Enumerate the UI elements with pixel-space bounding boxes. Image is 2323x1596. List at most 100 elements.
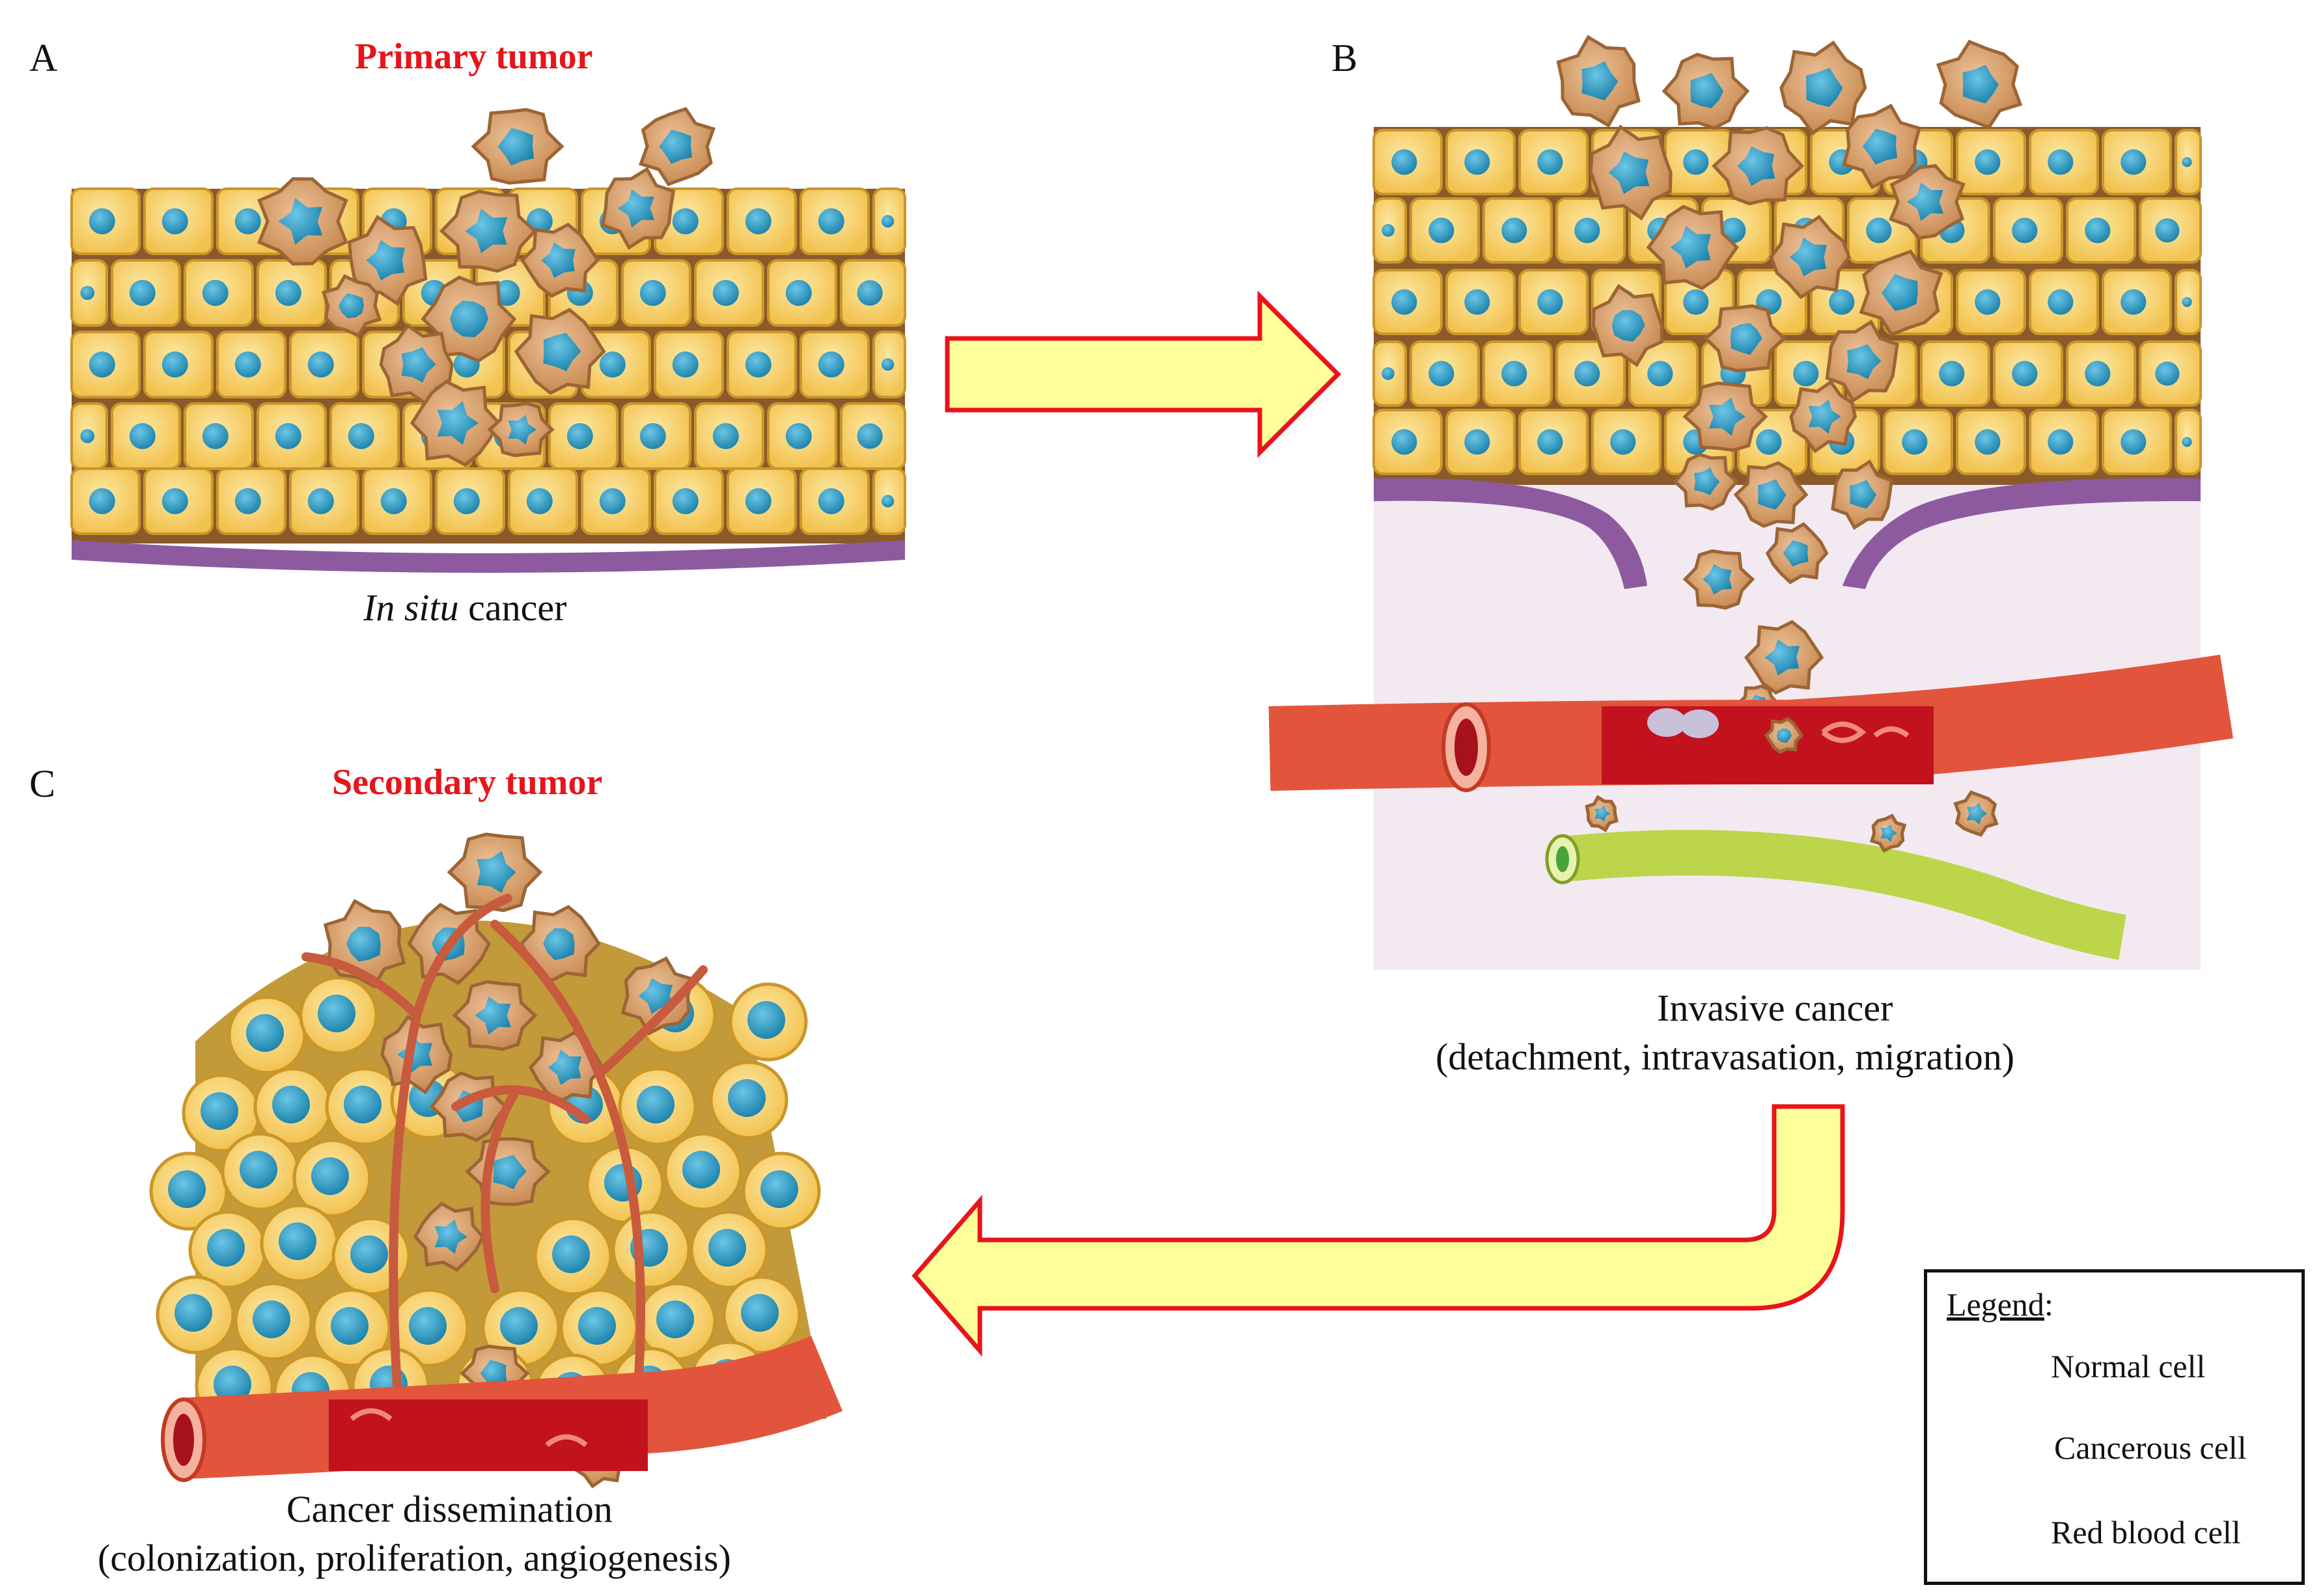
normal-cell bbox=[2139, 197, 2202, 264]
panel-b-normal-cells bbox=[1372, 129, 2202, 475]
cancerous-cell bbox=[257, 177, 348, 266]
cancerous-cell bbox=[1744, 620, 1824, 695]
normal-cell bbox=[156, 1275, 235, 1355]
normal-cell bbox=[149, 1151, 229, 1231]
normal-cell bbox=[1518, 129, 1589, 195]
normal-cell bbox=[872, 331, 906, 398]
normal-cell bbox=[621, 402, 691, 470]
normal-cell bbox=[618, 1067, 697, 1146]
normal-cell bbox=[654, 467, 724, 535]
normal-cell bbox=[800, 187, 870, 255]
normal-cell bbox=[1372, 197, 1407, 264]
normal-cell bbox=[1555, 340, 1626, 407]
normal-cell bbox=[637, 1282, 717, 1361]
normal-cell bbox=[742, 1151, 821, 1231]
normal-cell bbox=[188, 1210, 268, 1289]
cancerous-cell bbox=[520, 223, 600, 298]
normal-cell bbox=[289, 467, 359, 535]
arrow-b-to-c bbox=[911, 1104, 1845, 1357]
normal-cell bbox=[533, 1217, 613, 1296]
normal-cell bbox=[2175, 129, 2202, 195]
cancerous-cell bbox=[1831, 459, 1894, 530]
normal-cell bbox=[257, 402, 327, 470]
normal-cell bbox=[548, 402, 619, 470]
panel-b-caption-line1: Invasive cancer bbox=[1657, 987, 1893, 1029]
normal-cell bbox=[70, 331, 141, 398]
normal-cell bbox=[1993, 340, 2063, 407]
normal-cell bbox=[435, 467, 505, 535]
normal-cell bbox=[2029, 269, 2099, 335]
panel-c-letter: C bbox=[29, 762, 56, 805]
normal-cell bbox=[872, 187, 906, 255]
panel-b-lymphatic-vessel bbox=[1545, 830, 2126, 960]
normal-cell bbox=[1482, 340, 1553, 407]
normal-cell bbox=[767, 402, 837, 470]
normal-cell bbox=[1664, 269, 1734, 335]
cancerous-cell bbox=[1779, 40, 1867, 135]
normal-cell bbox=[1518, 269, 1589, 335]
cancerous-cell bbox=[1591, 284, 1663, 367]
cancerous-cell bbox=[1556, 34, 1641, 128]
panel-a-basement-membrane bbox=[72, 540, 905, 573]
normal-cell bbox=[872, 467, 906, 535]
normal-cell bbox=[2102, 269, 2172, 335]
normal-cell bbox=[70, 259, 108, 327]
panel-a-illustration bbox=[70, 107, 906, 573]
cancerous-cell bbox=[1842, 103, 1921, 189]
panel-b-invading-cells bbox=[1556, 34, 2023, 722]
cancerous-cell bbox=[1733, 461, 1809, 529]
normal-cell bbox=[299, 976, 378, 1055]
cancerous-cell bbox=[321, 274, 382, 338]
normal-cell bbox=[1445, 269, 1516, 335]
panel-c-illustration bbox=[149, 832, 843, 1489]
legend: Legend: Normal cell Cancerous cell Red b… bbox=[1924, 1269, 2305, 1585]
panel-b-caption-line2: (detachment, intravasation, migration) bbox=[1436, 1036, 2015, 1078]
normal-cell bbox=[2029, 129, 2099, 195]
cancerous-cell bbox=[410, 379, 501, 467]
normal-cell bbox=[611, 1210, 691, 1289]
cancerous-cell bbox=[1789, 379, 1857, 454]
normal-cell bbox=[727, 331, 797, 398]
cancerous-cell bbox=[1859, 249, 1943, 337]
normal-cell bbox=[694, 402, 764, 470]
cancerous-cell bbox=[1869, 814, 1907, 853]
panel-b-letter: B bbox=[1331, 36, 1358, 79]
normal-cell bbox=[1372, 269, 1443, 335]
normal-cell bbox=[1956, 129, 2026, 195]
cancerous-cell bbox=[1953, 790, 1999, 837]
normal-cell bbox=[727, 467, 797, 535]
legend-label-red-blood-cell: Red blood cell bbox=[2051, 1514, 2241, 1550]
cancerous-cell bbox=[1682, 549, 1755, 610]
normal-cell bbox=[689, 1210, 769, 1289]
legend-label-normal-cell: Normal cell bbox=[2051, 1348, 2206, 1384]
normal-cell bbox=[1518, 409, 1589, 475]
normal-cell bbox=[663, 1132, 743, 1211]
normal-cell bbox=[111, 402, 181, 470]
normal-cell bbox=[390, 1288, 469, 1368]
normal-cell bbox=[292, 1138, 372, 1218]
normal-cell bbox=[234, 1282, 313, 1361]
normal-cell bbox=[2102, 409, 2172, 475]
normal-cell bbox=[654, 331, 724, 398]
normal-cell bbox=[722, 1275, 801, 1355]
normal-cell bbox=[143, 187, 214, 255]
normal-cell bbox=[289, 331, 359, 398]
panel-c-caption-line1: Cancer dissemination bbox=[286, 1488, 613, 1530]
panel-b-basement-membrane-left bbox=[1374, 478, 1647, 589]
normal-cell bbox=[312, 1288, 391, 1368]
normal-cell bbox=[257, 259, 327, 327]
normal-cell bbox=[143, 467, 214, 535]
normal-cell bbox=[260, 1204, 339, 1283]
panel-c-caption-line2: (colonization, proliferation, angiogenes… bbox=[98, 1537, 731, 1579]
cancerous-cell bbox=[1769, 214, 1851, 299]
normal-cell bbox=[508, 467, 578, 535]
normal-cell bbox=[1956, 269, 2026, 335]
cancerous-cell bbox=[1889, 164, 1966, 240]
cancerous-cell bbox=[380, 1014, 453, 1095]
normal-cell bbox=[1956, 409, 2026, 475]
cancerous-cell bbox=[447, 832, 543, 913]
normal-cell bbox=[1410, 340, 1480, 407]
cancerous-cell bbox=[421, 275, 517, 363]
